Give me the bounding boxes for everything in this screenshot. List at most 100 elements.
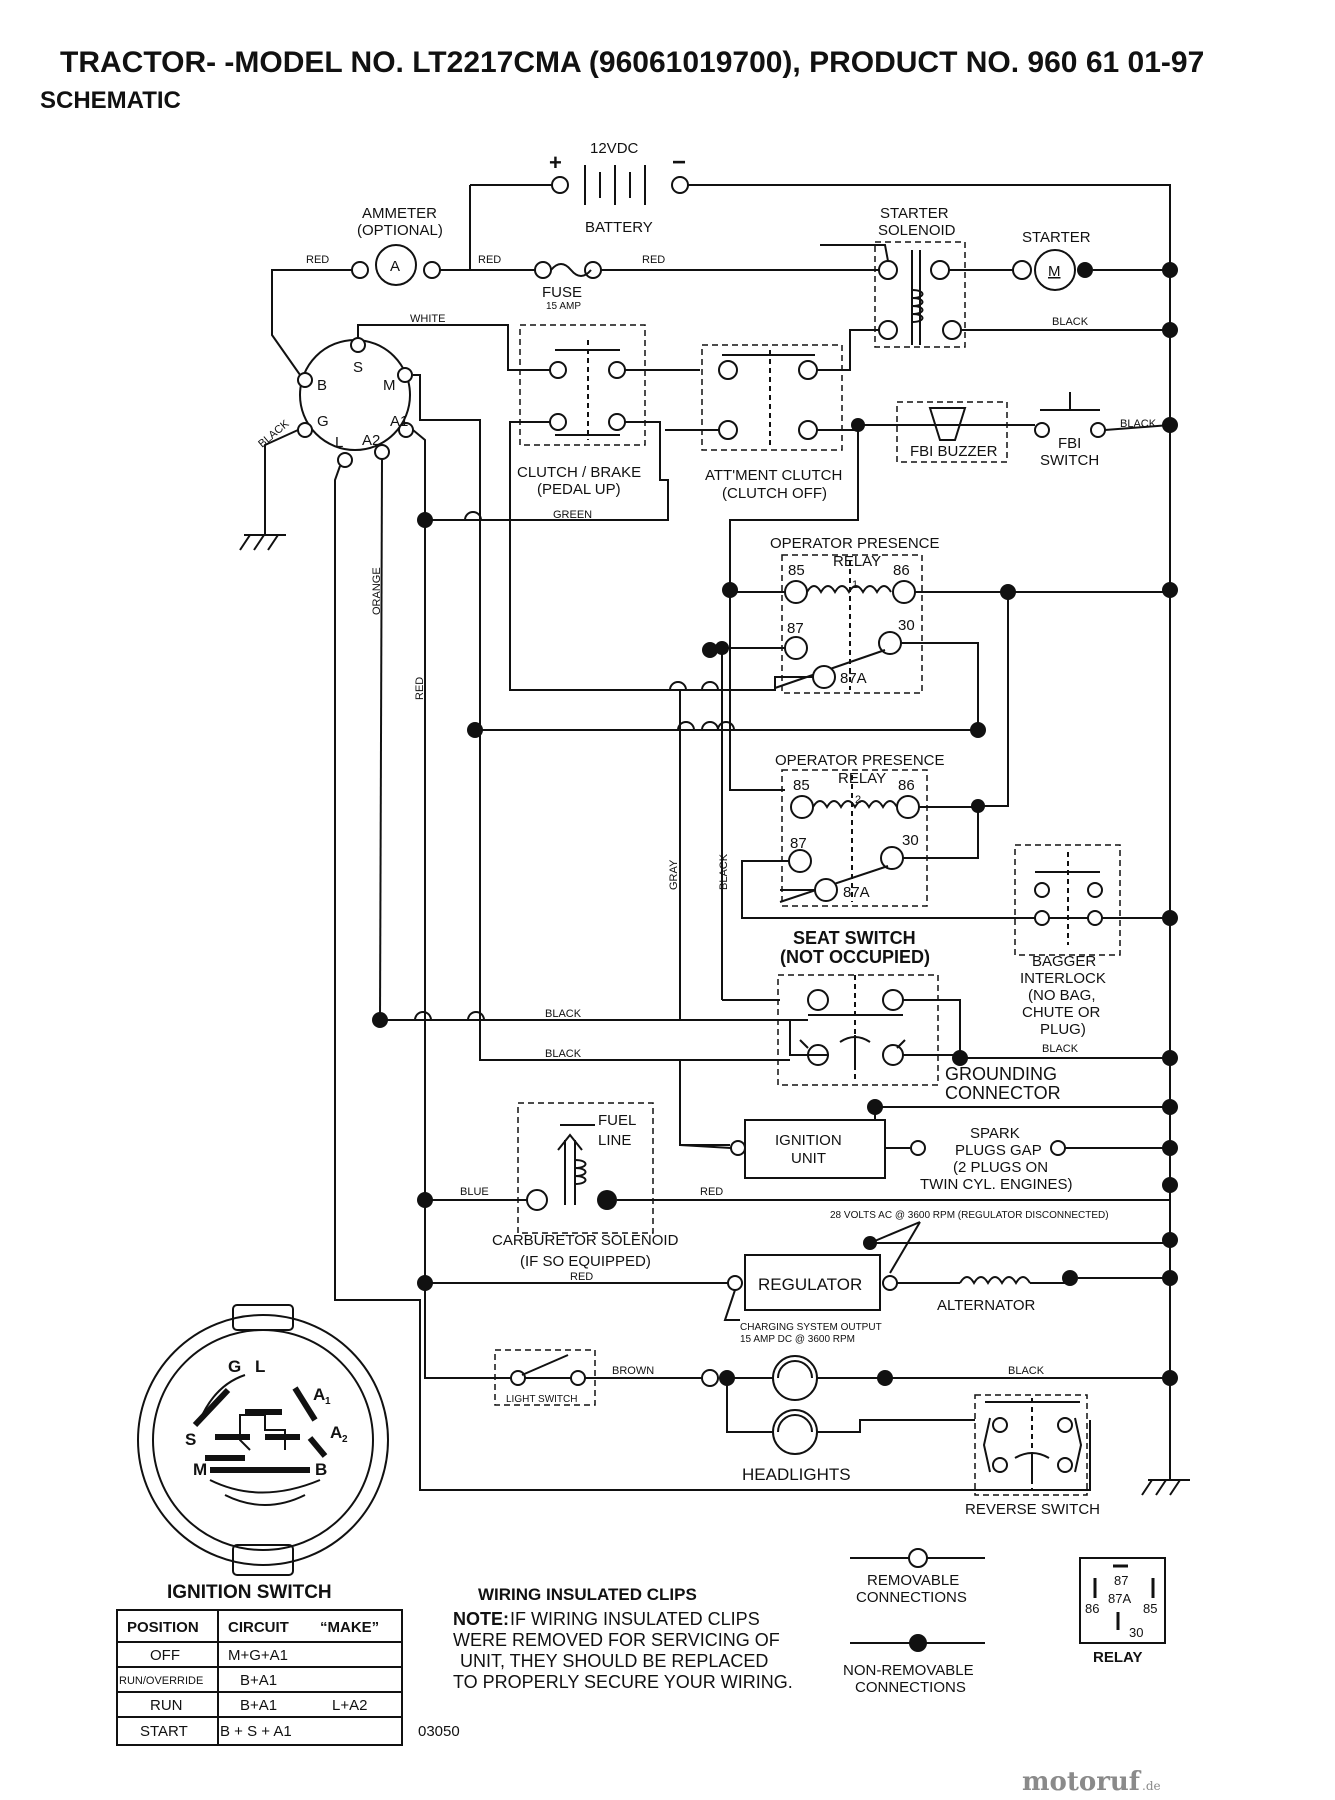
ignition-unit-label-1: IGNITION (775, 1132, 842, 1149)
fbi-switch-label-1: FBI (1058, 435, 1081, 452)
plug-b: B (315, 1460, 327, 1479)
fbi-switch: FBI SWITCH (1034, 392, 1106, 469)
seat-switch-label-1: SEAT SWITCH (793, 928, 916, 948)
bagger-label-3: (NO BAG, (1028, 987, 1096, 1004)
operator-presence-relay-1: OPERATOR PRESENCE RELAY 1 85 86 87 30 87… (770, 535, 939, 694)
carb-label-2: (IF SO EQUIPPED) (520, 1253, 651, 1270)
table-header-position: POSITION (127, 1619, 199, 1636)
wire-white: WHITE (410, 313, 445, 325)
table-header-make: “MAKE” (320, 1619, 379, 1636)
starter-symbol: M (1048, 263, 1061, 280)
legend-relay-87: 87 (1114, 1573, 1128, 1588)
relay2-relay: RELAY (838, 770, 886, 787)
ignition-switch-table: POSITION CIRCUIT “MAKE” OFF M+G+A1 RUN/O… (116, 1609, 403, 1746)
legend-non-removable: NON-REMOVABLE CONNECTIONS (843, 1634, 985, 1696)
fuse: FUSE 15 AMP (534, 261, 602, 312)
term-a1: A1 (390, 413, 408, 430)
wire-red-a1: RED (414, 677, 426, 700)
ammeter: AMMETER (OPTIONAL) A (351, 205, 443, 286)
legend-relay: 87 87A 86 85 30 RELAY (1079, 1557, 1166, 1666)
relay1-relay: RELAY (833, 553, 881, 570)
wire-red-carb: RED (700, 1186, 723, 1198)
fbi-switch-label-2: SWITCH (1040, 452, 1099, 469)
wire-green: GREEN (553, 509, 592, 521)
wiring-note: WIRING INSULATED CLIPS NOTE: IF WIRING I… (453, 1585, 793, 1692)
starter-solenoid-label-2: SOLENOID (878, 222, 956, 239)
spark-label-3: (2 PLUGS ON (953, 1159, 1048, 1176)
clutch-brake-label-2: (PEDAL UP) (537, 481, 621, 498)
watermark-logo: motoruf .de (1022, 1767, 1161, 1797)
carb-label-1: CARBURETOR SOLENOID (492, 1232, 679, 1249)
plug-l: L (255, 1357, 265, 1376)
relay1-title: OPERATOR PRESENCE (770, 535, 939, 552)
watermark-tld: .de (1142, 1779, 1161, 1793)
wire-black-fbi: BLACK (1120, 418, 1157, 430)
relay2-title: OPERATOR PRESENCE (775, 752, 944, 769)
note-line-2: WERE REMOVED FOR SERVICING OF (453, 1630, 780, 1650)
headlights-label: HEADLIGHTS (742, 1465, 851, 1484)
battery-plus: + (549, 150, 562, 175)
starter-solenoid-label-1: STARTER (880, 205, 949, 222)
relay2-pin87: 87 (790, 835, 807, 852)
relay2-pin85: 85 (793, 777, 810, 794)
seat-switch: SEAT SWITCH (NOT OCCUPIED) (777, 928, 939, 1086)
bagger-label-4: CHUTE OR (1022, 1004, 1101, 1021)
spark-label-1: SPARK (970, 1125, 1020, 1142)
term-s: S (353, 359, 363, 376)
legend-relay-label: RELAY (1093, 1649, 1142, 1666)
starter-label: STARTER (1022, 229, 1091, 246)
legend-relay-30: 30 (1129, 1625, 1143, 1640)
wire-black-seat-1: BLACK (545, 1008, 582, 1020)
note-label: NOTE: (453, 1609, 509, 1629)
term-g: G (317, 413, 329, 430)
bagger-label-5: PLUG) (1040, 1021, 1086, 1038)
spark-label-4: TWIN CYL. ENGINES) (920, 1176, 1073, 1193)
drawing-code: 03050 (418, 1723, 460, 1740)
fuse-label: FUSE (542, 284, 582, 301)
removable-label-1: REMOVABLE (867, 1572, 959, 1589)
ac-note: 28 VOLTS AC @ 3600 RPM (REGULATOR DISCON… (830, 1210, 1109, 1221)
term-b: B (317, 377, 327, 394)
wire-black-ground: BLACK (256, 417, 292, 450)
fuse-rating: 15 AMP (546, 301, 581, 312)
wire-black-solenoid: BLACK (1052, 316, 1089, 328)
table-row-start-circuit: B + S + A1 (220, 1723, 292, 1740)
note-line-4: TO PROPERLY SECURE YOUR WIRING. (453, 1672, 793, 1692)
light-switch-label: LIGHT SWITCH (506, 1394, 577, 1405)
ignition-plug-diagram: G L A 1 A 2 S M B (137, 1304, 389, 1576)
wire-red-regulator: RED (570, 1271, 593, 1283)
attment-clutch-label-1: ATT'MENT CLUTCH (705, 467, 842, 484)
plug-a2-sub: 2 (342, 1434, 348, 1445)
table-row-override-position: RUN/OVERRIDE (119, 1675, 203, 1687)
term-m: M (383, 377, 396, 394)
wire-black-lights: BLACK (1008, 1365, 1045, 1377)
fbi-buzzer: FBI BUZZER (896, 401, 1008, 463)
ignition-switch-symbol: B S M G A1 L A2 (297, 337, 414, 468)
plug-a2: A (330, 1423, 342, 1442)
plug-a1: A (313, 1385, 325, 1404)
grounding-label-2: CONNECTOR (945, 1083, 1061, 1103)
relay1-pin30: 30 (898, 617, 915, 634)
relay1-pin86: 86 (893, 562, 910, 579)
table-row-run-circuit: B+A1 (240, 1697, 277, 1714)
ignition-unit: IGNITION UNIT (730, 1119, 886, 1179)
regulator: REGULATOR (727, 1254, 898, 1311)
plug-a1-sub: 1 (325, 1396, 331, 1407)
grounding-label-1: GROUNDING (945, 1064, 1057, 1084)
reverse-switch: REVERSE SWITCH (965, 1394, 1100, 1518)
removable-label-2: CONNECTIONS (856, 1589, 967, 1606)
term-l: L (335, 434, 343, 451)
carburetor-solenoid: FUEL LINE CARBURETOR SOLENOID (IF SO EQU… (492, 1102, 679, 1270)
ignition-unit-label-2: UNIT (791, 1150, 826, 1167)
relay1-num: 1 (852, 579, 858, 591)
wire-gray: GRAY (668, 859, 680, 890)
spark-label-2: PLUGS GAP (955, 1142, 1042, 1159)
wire-red-1: RED (306, 254, 329, 266)
wire-orange: ORANGE (371, 567, 383, 615)
charging-note-2: 15 AMP DC @ 3600 RPM (740, 1334, 855, 1345)
seat-switch-label-2: (NOT OCCUPIED) (780, 947, 930, 967)
table-row-run-make: L+A2 (332, 1697, 367, 1714)
battery: 12VDC + − BATTERY (469, 140, 689, 270)
table-row-start-position: START (140, 1723, 188, 1740)
